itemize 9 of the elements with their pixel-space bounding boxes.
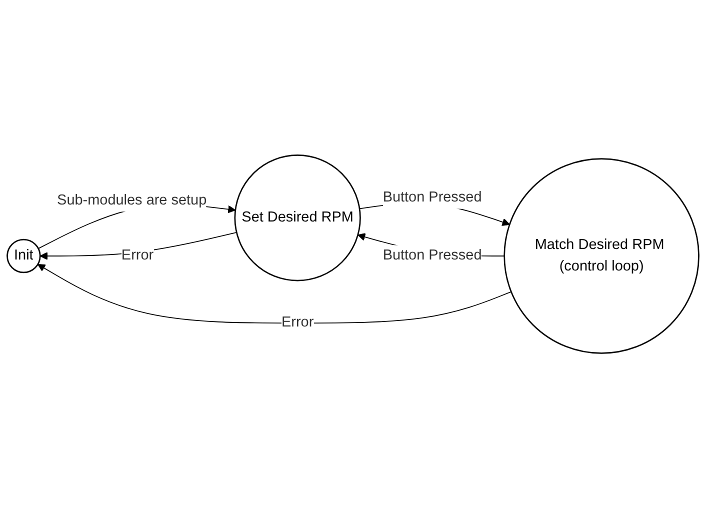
arrow [37, 264, 512, 324]
edge-label: Error [281, 315, 314, 331]
node-circle: Init [6, 239, 41, 274]
edge-label: Button Pressed [382, 190, 482, 206]
edge-label: Sub-modules are setup [57, 193, 207, 208]
node-circle: Match Desired RPM (control loop) [504, 158, 700, 354]
edge-label: Error [121, 248, 154, 264]
node-circle: Set Desired RPM [234, 154, 361, 282]
edge-label: Button Pressed [382, 248, 482, 264]
